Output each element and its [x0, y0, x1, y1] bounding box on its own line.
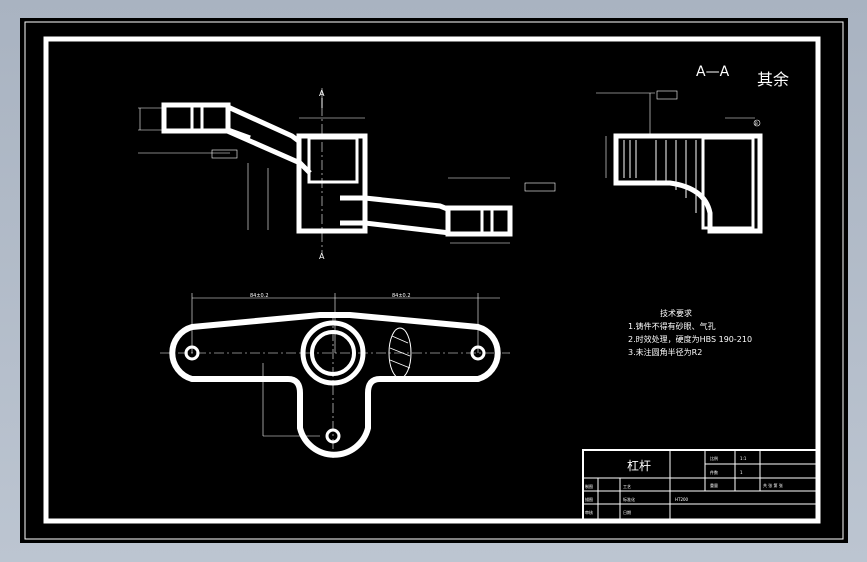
- tb-drawn: 制图: [585, 483, 593, 489]
- tb-scale-value: 1:1: [740, 456, 747, 461]
- cad-viewport[interactable]: A A A—A 其余 B: [20, 18, 848, 543]
- section-callout: B: [755, 121, 758, 126]
- tb-process: 工艺: [623, 484, 631, 489]
- drawing-sheet: A A A—A 其余 B: [24, 21, 844, 540]
- inner-border: [43, 36, 821, 524]
- tech-item-2: 2.时效处理，硬度为HBS 190-210: [628, 334, 752, 344]
- tb-standard: 标准化: [623, 496, 635, 502]
- tb-material: HT200: [675, 497, 689, 502]
- section-view: [596, 92, 763, 234]
- tb-sheets: 共 张 第 张: [763, 482, 783, 488]
- plan-view: [160, 293, 510, 458]
- tb-checked: 审核: [585, 509, 593, 515]
- center-hub: [296, 133, 368, 234]
- tb-traced: 描图: [585, 496, 593, 502]
- section-mark-a-top: A: [319, 89, 325, 98]
- part-name: 杠杆: [627, 458, 651, 473]
- roughness-note: 其余: [757, 70, 789, 89]
- tech-heading: 技术要求: [660, 308, 692, 318]
- left-boss: [161, 102, 231, 134]
- tb-qty-label: 件数: [710, 469, 718, 475]
- tb-weight-label: 重量: [710, 482, 718, 488]
- tb-date: 日期: [623, 509, 631, 515]
- tb-qty-value: 1: [740, 470, 743, 475]
- dim-left-span: 84±0.2: [250, 293, 269, 299]
- tb-scale-label: 比例: [710, 455, 718, 461]
- outer-border: [24, 21, 844, 540]
- right-boss: [445, 205, 513, 237]
- section-title: A—A: [696, 64, 730, 80]
- title-block: [582, 449, 819, 521]
- tech-item-1: 1.铸件不得有砂眼、气孔: [628, 321, 716, 331]
- section-mark-a-bottom: A: [319, 252, 325, 261]
- tech-item-3: 3.未注圆角半径为R2: [628, 347, 702, 357]
- section-marks: A A: [319, 89, 325, 261]
- technical-requirements: 技术要求 1.铸件不得有砂眼、气孔 2.时效处理，硬度为HBS 190-210 …: [628, 308, 752, 357]
- dim-right-span: 84±0.2: [392, 293, 411, 299]
- front-view: [138, 88, 678, 253]
